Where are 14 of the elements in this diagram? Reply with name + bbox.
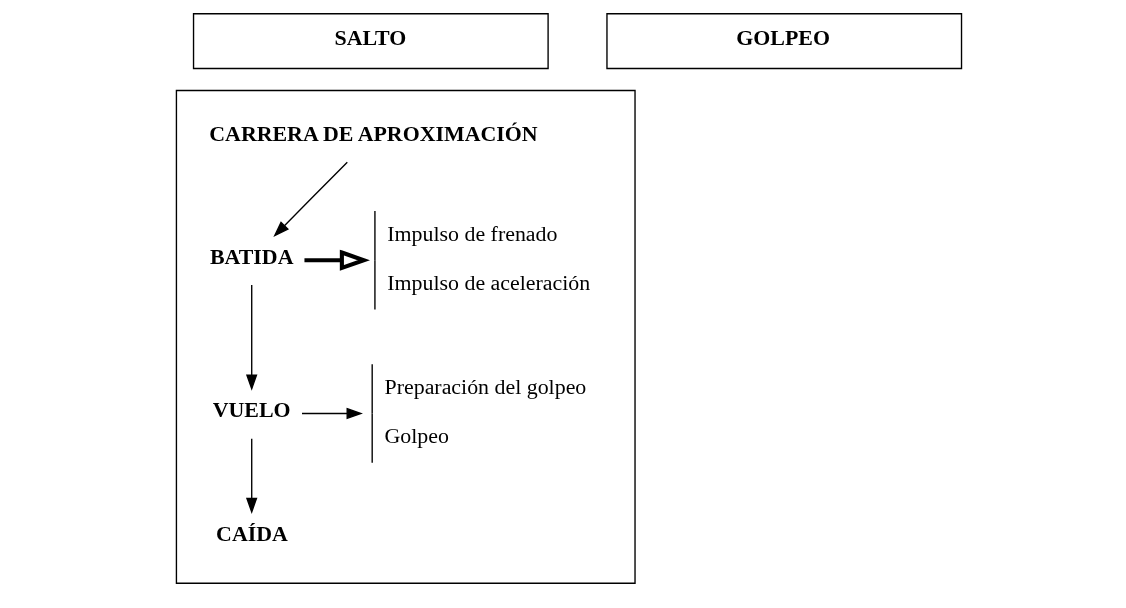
arrow (303, 249, 370, 271)
node-text: CARRERA DE APROXIMACIÓN (208, 120, 538, 146)
arrow (300, 407, 363, 420)
arrow (245, 284, 257, 391)
node-text: Preparación del golpeo Golpeo (384, 374, 586, 449)
arrow (245, 438, 257, 515)
cluster (175, 89, 636, 584)
arrow (272, 161, 348, 237)
node-text: BATIDA (209, 244, 293, 270)
node-text: Impulso de frenado Impulso de aceleración (386, 220, 590, 296)
node-text: VUELO (212, 397, 291, 423)
node-box: GOLPEO (605, 13, 962, 70)
node-text: CAÍDA (215, 520, 288, 546)
node-box: SALTO (192, 13, 549, 70)
